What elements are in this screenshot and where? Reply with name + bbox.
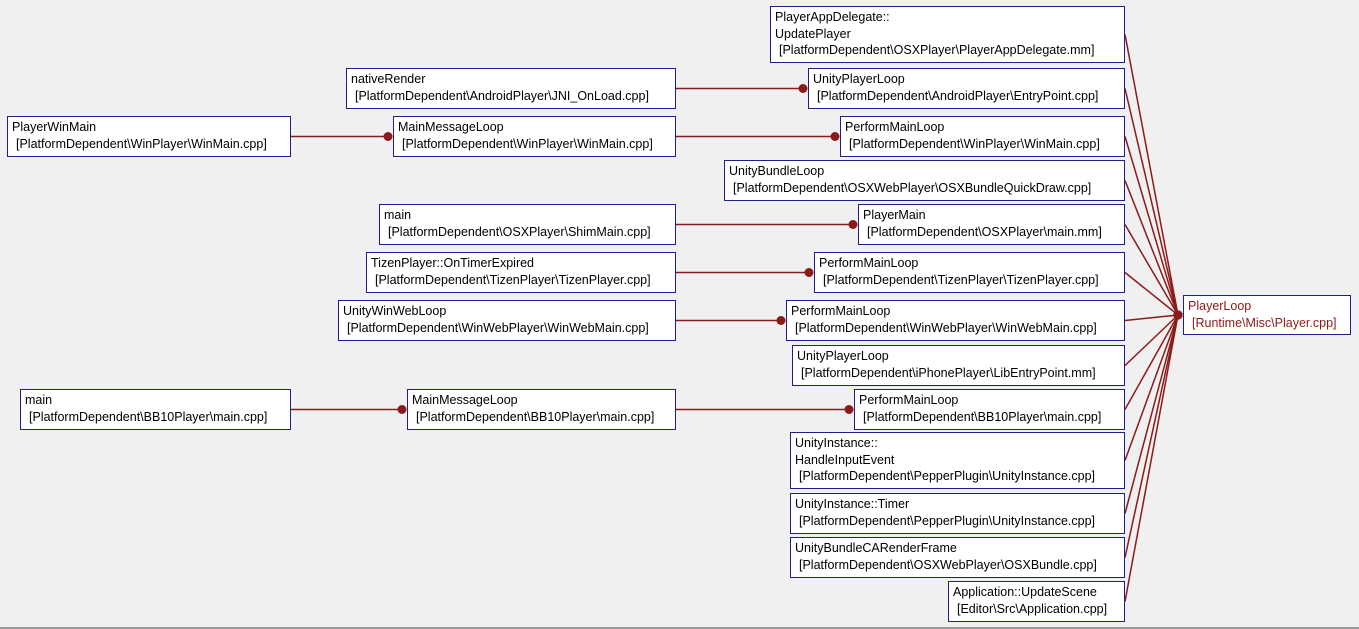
- node-unity-bundle-ca-render-frame[interactable]: UnityBundleCARenderFrame [PlatformDepend…: [790, 537, 1125, 578]
- node-title: UnityWinWebLoop: [343, 304, 447, 318]
- node-file: [PlatformDependent\OSXWebPlayer\OSXBundl…: [799, 557, 1097, 572]
- edge-unity_player_loop_iphone-to-player_loop: [1124, 314, 1179, 367]
- edge-endpoint-dot: [830, 132, 840, 141]
- node-title: UnityBundleCARenderFrame: [795, 541, 957, 555]
- node-file: [Runtime\Misc\Player.cpp]: [1192, 315, 1337, 330]
- node-native-render[interactable]: nativeRender [PlatformDependent\AndroidP…: [346, 68, 676, 109]
- node-unity-player-loop-iphone[interactable]: UnityPlayerLoop [PlatformDependent\iPhon…: [792, 345, 1125, 386]
- edge-perform_main_loop_webwin-to-player_loop: [1124, 314, 1179, 322]
- node-title: main: [384, 208, 412, 222]
- node-title: PlayerMain: [863, 208, 926, 222]
- node-title: PlayerWinMain: [12, 120, 97, 134]
- node-main-message-loop-bb10[interactable]: MainMessageLoop [PlatformDependent\BB10P…: [407, 389, 676, 430]
- node-tizen-on-timer-expired[interactable]: TizenPlayer::OnTimerExpired [PlatformDep…: [366, 252, 676, 293]
- node-title: PlayerLoop: [1188, 299, 1252, 313]
- node-title: UnityInstance::: [795, 436, 878, 450]
- node-unity-player-loop-android[interactable]: UnityPlayerLoop [PlatformDependent\Andro…: [808, 68, 1125, 109]
- node-file: [PlatformDependent\OSXPlayer\ShimMain.cp…: [388, 224, 651, 239]
- node-file: [PlatformDependent\BB10Player\main.cpp]: [863, 409, 1102, 424]
- bottom-divider: [0, 627, 1359, 629]
- node-title: UnityBundleLoop: [729, 164, 825, 178]
- edge-unity_instance_timer-to-player_loop: [1124, 314, 1179, 514]
- edge-endpoint-dot: [383, 132, 393, 141]
- node-file: [PlatformDependent\AndroidPlayer\EntryPo…: [817, 88, 1099, 103]
- node-main-shim[interactable]: main [PlatformDependent\OSXPlayer\ShimMa…: [379, 204, 676, 245]
- node-file: [PlatformDependent\WinWebPlayer\WinWebMa…: [347, 320, 649, 335]
- node-file: [PlatformDependent\TizenPlayer\TizenPlay…: [375, 272, 651, 287]
- node-file: [PlatformDependent\BB10Player\main.cpp]: [416, 409, 655, 424]
- node-player-app-delegate-update-player[interactable]: PlayerAppDelegate:: UpdatePlayer [Platfo…: [770, 6, 1125, 63]
- edge-app_delegate_update-to-player_loop: [1124, 34, 1179, 316]
- node-player-main-osx[interactable]: PlayerMain [PlatformDependent\OSXPlayer\…: [858, 204, 1125, 245]
- edge-perform_main_loop_tizen-to-player_loop: [1124, 271, 1179, 316]
- node-file: [PlatformDependent\AndroidPlayer\JNI_OnL…: [355, 88, 649, 103]
- node-file: [PlatformDependent\OSXPlayer\PlayerAppDe…: [779, 43, 1095, 57]
- node-perform-main-loop-tizen[interactable]: PerformMainLoop [PlatformDependent\Tizen…: [814, 252, 1125, 293]
- node-title: UnityPlayerLoop: [797, 349, 889, 363]
- node-main-message-loop-win[interactable]: MainMessageLoop [PlatformDependent\WinPl…: [393, 116, 676, 157]
- node-perform-main-loop-webwin[interactable]: PerformMainLoop [PlatformDependent\WinWe…: [786, 300, 1125, 341]
- edge-endpoint-dot: [1173, 310, 1183, 320]
- edge-perform_main_loop_bb10-to-player_loop: [1124, 314, 1179, 410]
- node-application-update-scene[interactable]: Application::UpdateScene [Editor\Src\App…: [948, 581, 1125, 622]
- edge-unity_bundle_loop-to-player_loop: [1124, 180, 1179, 316]
- node-unity-win-web-loop[interactable]: UnityWinWebLoop [PlatformDependent\WinWe…: [338, 300, 676, 341]
- edge-app_update_scene-to-player_loop: [1124, 314, 1179, 602]
- node-title: PerformMainLoop: [859, 393, 959, 407]
- edge-endpoint-dot: [804, 268, 814, 277]
- edge-perform_main_loop_win-to-player_loop: [1124, 136, 1179, 316]
- edge-endpoint-dot: [397, 405, 407, 414]
- node-title: main: [25, 393, 53, 407]
- node-file: [PlatformDependent\PepperPlugin\UnityIns…: [799, 469, 1096, 483]
- node-title: PerformMainLoop: [845, 120, 945, 134]
- edge-endpoint-dot: [798, 84, 808, 93]
- node-main-bb10[interactable]: main [PlatformDependent\BB10Player\main.…: [20, 389, 291, 430]
- node-unity-instance-handle-input-event[interactable]: UnityInstance:: HandleInputEvent [Platfo…: [790, 432, 1125, 489]
- node-file: [PlatformDependent\OSXWebPlayer\OSXBundl…: [733, 180, 1092, 195]
- edge-endpoint-dot: [844, 405, 854, 414]
- edge-unity_bundle_ca_render-to-player_loop: [1124, 314, 1179, 558]
- node-perform-main-loop-bb10[interactable]: PerformMainLoop [PlatformDependent\BB10P…: [854, 389, 1125, 430]
- edge-endpoint-dot: [776, 316, 786, 325]
- node-file: [Editor\Src\Application.cpp]: [957, 601, 1108, 616]
- node-title: UnityPlayerLoop: [813, 72, 905, 86]
- node-unity-bundle-loop[interactable]: UnityBundleLoop [PlatformDependent\OSXWe…: [724, 160, 1125, 201]
- node-title: PerformMainLoop: [791, 304, 891, 318]
- node-title-cont: UpdatePlayer: [775, 26, 851, 41]
- edge-endpoint-dot: [848, 220, 858, 229]
- node-title: PerformMainLoop: [819, 256, 919, 270]
- node-title: UnityInstance::Timer: [795, 497, 910, 511]
- node-title-cont: HandleInputEvent: [795, 452, 895, 467]
- node-title: MainMessageLoop: [412, 393, 518, 407]
- node-player-loop[interactable]: PlayerLoop [Runtime\Misc\Player.cpp]: [1183, 295, 1351, 335]
- node-perform-main-loop-win[interactable]: PerformMainLoop [PlatformDependent\WinPl…: [840, 116, 1125, 157]
- node-title: PlayerAppDelegate::: [775, 10, 890, 24]
- edge-unity_player_loop_android-to-player_loop: [1124, 88, 1179, 316]
- node-file: [PlatformDependent\TizenPlayer\TizenPlay…: [823, 272, 1099, 287]
- node-file: [PlatformDependent\PepperPlugin\UnityIns…: [799, 513, 1096, 528]
- node-file: [PlatformDependent\iPhonePlayer\LibEntry…: [801, 365, 1096, 380]
- node-title: Application::UpdateScene: [953, 585, 1097, 599]
- node-title: nativeRender: [351, 72, 426, 86]
- node-file: [PlatformDependent\OSXPlayer\main.mm]: [867, 224, 1102, 239]
- node-title: TizenPlayer::OnTimerExpired: [371, 256, 535, 270]
- node-player-win-main[interactable]: PlayerWinMain [PlatformDependent\WinPlay…: [7, 116, 291, 157]
- node-file: [PlatformDependent\WinPlayer\WinMain.cpp…: [849, 136, 1100, 151]
- node-unity-instance-timer[interactable]: UnityInstance::Timer [PlatformDependent\…: [790, 493, 1125, 534]
- node-file: [PlatformDependent\WinPlayer\WinMain.cpp…: [16, 136, 267, 151]
- edge-unity_instance_handle_input-to-player_loop: [1124, 314, 1179, 461]
- node-file: [PlatformDependent\BB10Player\main.cpp]: [29, 409, 268, 424]
- node-title: MainMessageLoop: [398, 120, 504, 134]
- edge-player_main_osx-to-player_loop: [1124, 224, 1179, 316]
- node-file: [PlatformDependent\WinPlayer\WinMain.cpp…: [402, 136, 653, 151]
- node-file: [PlatformDependent\WinWebPlayer\WinWebMa…: [795, 320, 1097, 335]
